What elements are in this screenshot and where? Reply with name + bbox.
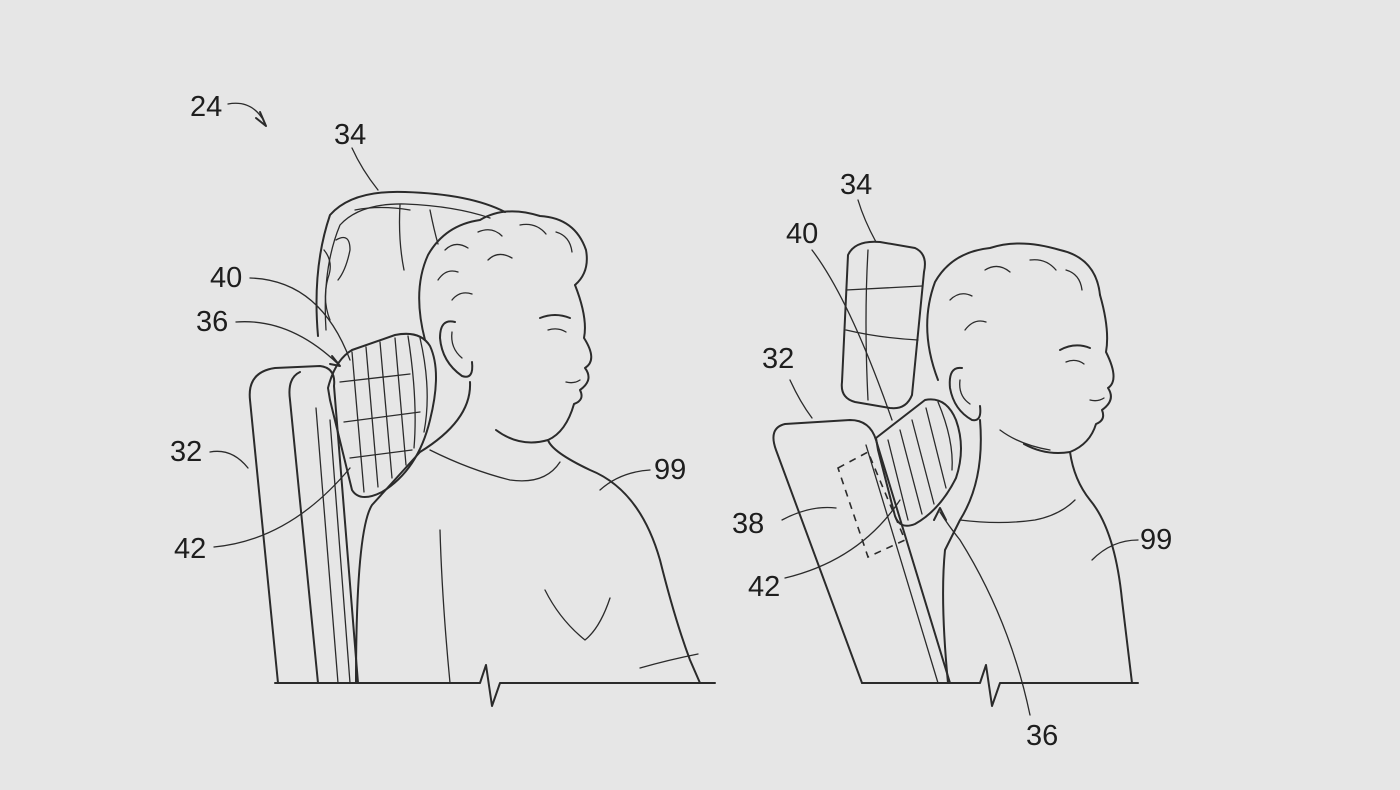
left-label-32: 32 [170,436,202,468]
right-label-34: 34 [840,169,872,201]
left-seat-back [248,365,359,684]
right-leader-99 [1091,539,1139,561]
right-label-99: 99 [1140,524,1172,556]
right-leader-32 [789,379,813,419]
left-leader-36 [235,321,339,365]
left-view: 24 34 40 36 32 42 99 [170,91,716,707]
left-leader-34 [351,147,379,191]
left-leaders [209,102,651,548]
left-arrow-24 [227,102,263,119]
left-leader-32 [209,450,249,469]
right-label-38: 38 [732,508,764,540]
left-label-34: 34 [334,119,366,151]
right-frame-38 [837,450,907,559]
right-label-36: 36 [1026,720,1058,752]
right-seat-back [772,419,951,684]
right-label-32: 32 [762,343,794,375]
right-leader-38 [781,506,837,521]
right-leader-40 [811,249,893,421]
left-label-42: 42 [174,533,206,565]
left-leader-99 [599,469,651,491]
right-leader-34 [857,199,877,243]
left-label-40: 40 [210,262,242,294]
left-leader-42 [213,467,351,548]
right-person [926,242,1133,684]
left-neck-pad [327,332,437,498]
left-label-24: 24 [190,91,222,123]
left-break-line [274,664,716,707]
left-label-99: 99 [654,454,686,486]
left-headrest [315,190,506,337]
right-neck-pad [875,398,962,527]
left-leader-40 [249,277,351,361]
right-leaders [781,199,1139,716]
right-leader-42 [784,499,901,579]
left-label-36: 36 [196,306,228,338]
right-leader-36 [939,511,1031,716]
right-label-40: 40 [786,218,818,250]
left-person [355,210,701,684]
right-headrest [840,240,926,410]
right-label-42: 42 [748,571,780,603]
right-view: 34 40 32 38 42 99 36 [732,169,1172,752]
right-break-line [861,664,1139,707]
